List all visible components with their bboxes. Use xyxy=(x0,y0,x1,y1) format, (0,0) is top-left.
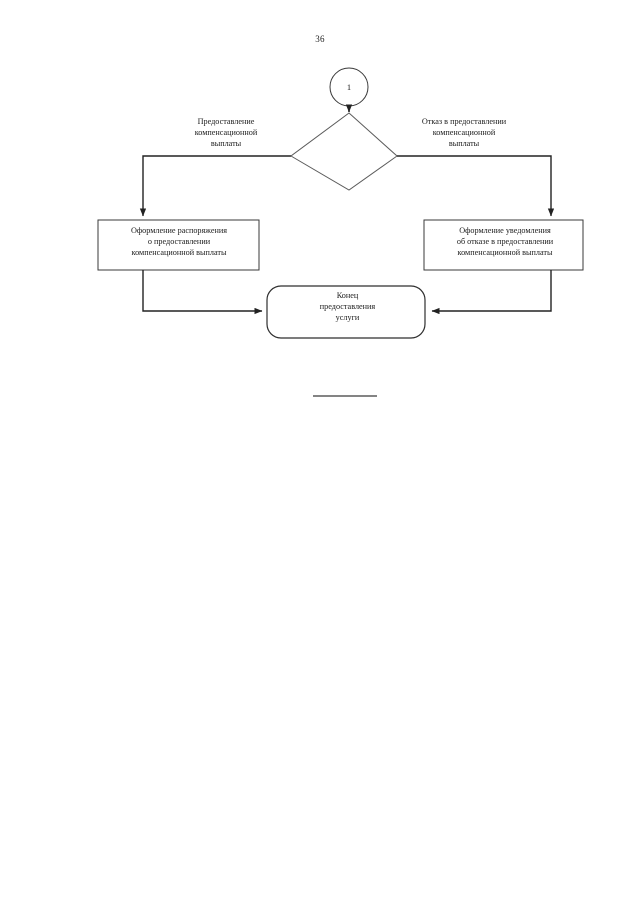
edge-decision-to-process-left xyxy=(139,155,291,217)
terminator-end-label: Конец предоставления услуги xyxy=(319,291,376,323)
edge-decision-to-process-right xyxy=(397,155,555,217)
page-number: 36 xyxy=(315,34,325,44)
edge-label-provide-payment: Предоставление компенсационной выплаты xyxy=(194,117,258,149)
connector-circle-label: 1 xyxy=(346,82,352,92)
process-right-box xyxy=(423,219,584,271)
edge-label-refuse-payment: Отказ в предоставлении компенсационной в… xyxy=(421,117,507,149)
edge-process-right-to-end xyxy=(431,270,552,315)
terminator-end-box xyxy=(266,285,426,339)
decision-diamond-node xyxy=(290,112,398,191)
edge-process-left-to-end xyxy=(142,270,263,315)
process-left-label: Оформление распоряжения о предоставлении… xyxy=(130,226,228,258)
process-right-label: Оформление уведомления об отказе в предо… xyxy=(456,226,554,258)
process-left-box xyxy=(97,219,260,271)
